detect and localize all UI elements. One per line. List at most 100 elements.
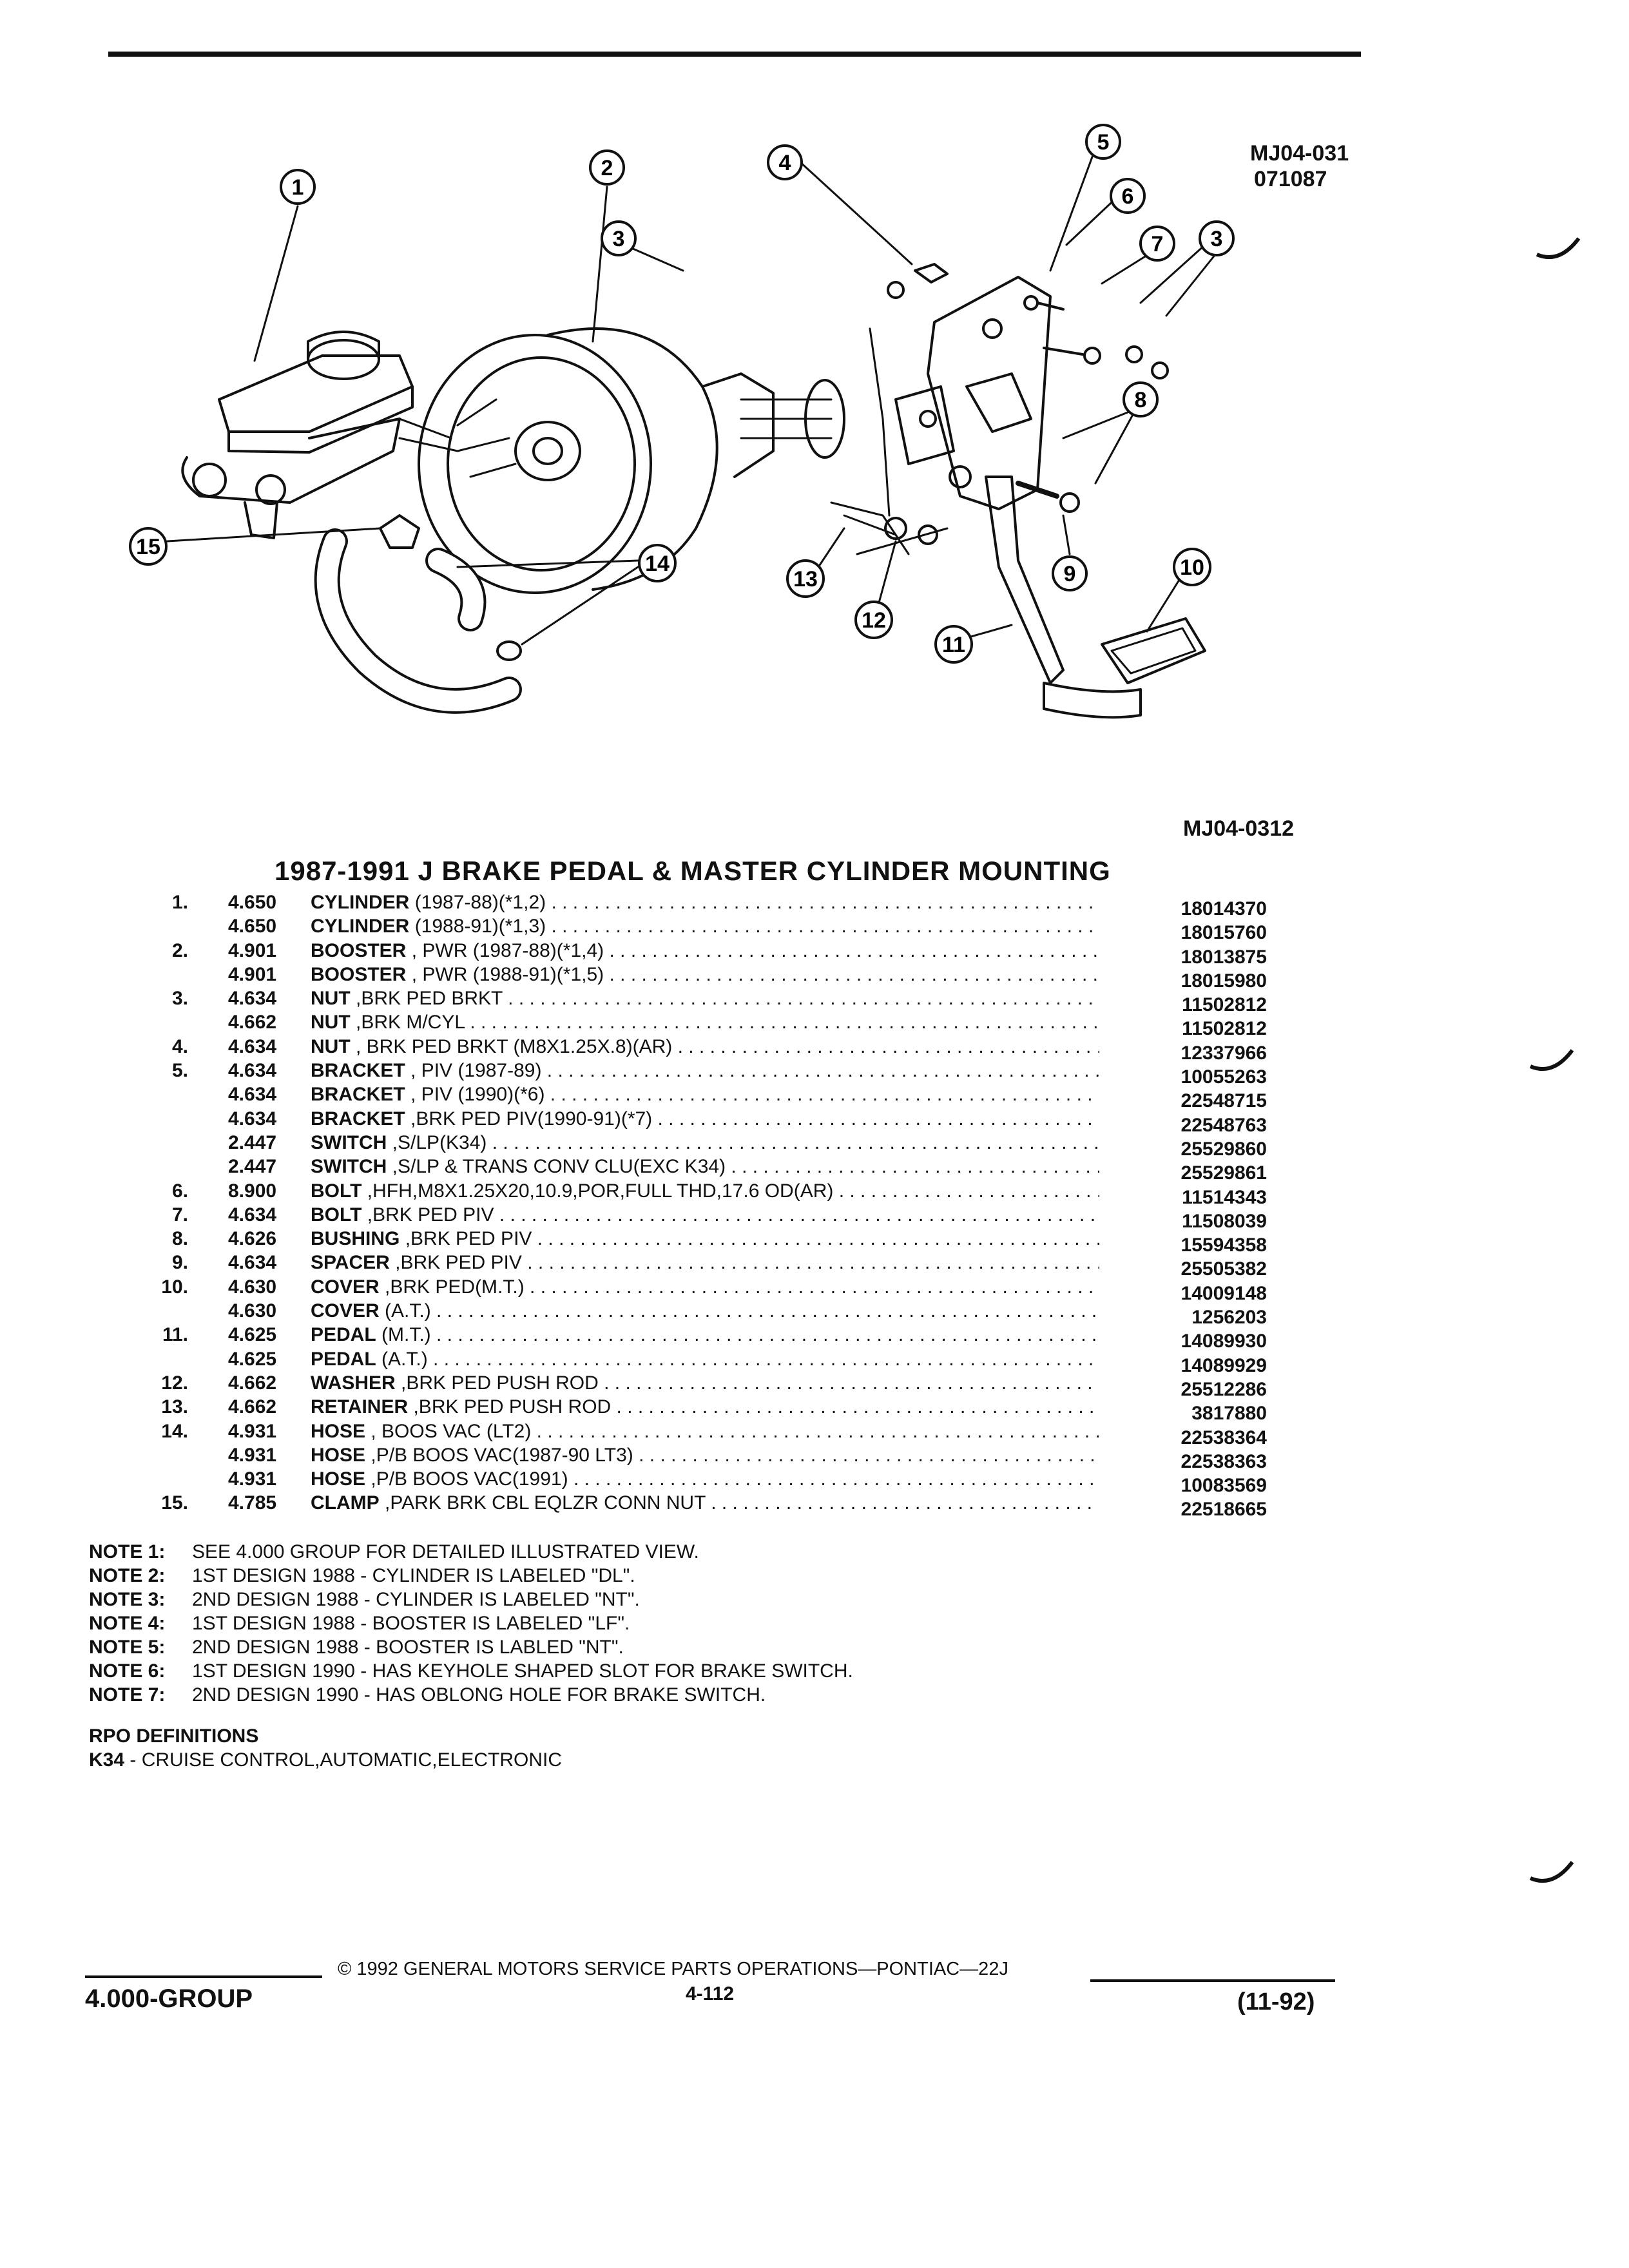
note-line: NOTE 5:2ND DESIGN 1988 - BOOSTER IS LABL… bbox=[89, 1635, 853, 1659]
part-number: 14009148 bbox=[1181, 1282, 1267, 1304]
part-name: NUT bbox=[311, 1012, 351, 1033]
item-number: 9. bbox=[171, 1252, 188, 1274]
svg-text:12: 12 bbox=[862, 608, 886, 633]
part-detail: ,BRK PED PUSH ROD bbox=[401, 1372, 599, 1394]
callout-9: 9 bbox=[1052, 555, 1088, 591]
group-number: 4.785 bbox=[228, 1492, 277, 1514]
part-description: SWITCH ,S/LP(K34) bbox=[311, 1131, 1099, 1155]
item-number: 10. bbox=[161, 1276, 188, 1298]
note-text: SEE 4.000 GROUP FOR DETAILED ILLUSTRATED… bbox=[192, 1541, 699, 1562]
callout-10: 10 bbox=[1173, 548, 1211, 586]
part-detail: , BRK PED BRKT (M8X1.25X.8)(AR) bbox=[356, 1035, 673, 1057]
item-number: 14. bbox=[161, 1420, 188, 1442]
svg-text:15: 15 bbox=[136, 535, 160, 559]
group-number: 4.901 bbox=[228, 963, 277, 985]
clamp-drawing bbox=[379, 514, 420, 549]
footer-rule-right bbox=[1090, 1979, 1335, 1982]
part-detail: (A.T.) bbox=[385, 1300, 431, 1322]
part-name: HOSE bbox=[311, 1444, 366, 1466]
item-number: 7. bbox=[171, 1204, 188, 1225]
footer-rule-left bbox=[85, 1975, 322, 1978]
part-number: 10083569 bbox=[1181, 1475, 1267, 1497]
note-label: NOTE 6: bbox=[89, 1660, 166, 1682]
part-detail: ,BRK M/CYL bbox=[356, 1012, 465, 1033]
part-name: HOSE bbox=[311, 1420, 366, 1442]
svg-text:11: 11 bbox=[942, 633, 965, 657]
svg-text:3: 3 bbox=[613, 227, 625, 251]
part-number: 11502812 bbox=[1182, 1018, 1267, 1040]
group-number: 4.630 bbox=[228, 1276, 277, 1298]
callout-2: 2 bbox=[589, 149, 625, 186]
item-number: 6. bbox=[171, 1180, 188, 1202]
part-detail: , PWR (1988-91)(*1,5) bbox=[411, 963, 604, 985]
group-number: 4.634 bbox=[228, 988, 277, 1010]
part-detail: , PIV (1987-89) bbox=[410, 1060, 542, 1082]
part-description: NUT ,BRK M/CYL bbox=[311, 1010, 1099, 1034]
group-number: 2.447 bbox=[228, 1156, 277, 1178]
part-description: BOLT ,BRK PED PIV bbox=[311, 1203, 1099, 1227]
group-number: 4.634 bbox=[228, 1084, 277, 1106]
binder-mark-icon bbox=[1529, 1861, 1574, 1883]
item-number: 8. bbox=[171, 1228, 188, 1250]
part-number: 10055263 bbox=[1181, 1066, 1267, 1088]
item-number: 3. bbox=[171, 988, 188, 1010]
part-description: SWITCH ,S/LP & TRANS CONV CLU(EXC K34) bbox=[311, 1155, 1099, 1178]
part-number: 18015980 bbox=[1181, 970, 1267, 992]
group-number: 4.931 bbox=[228, 1444, 277, 1466]
part-detail: ,BRK PED PIV bbox=[405, 1228, 532, 1250]
group-number: 4.650 bbox=[228, 892, 277, 913]
part-number: 11514343 bbox=[1182, 1186, 1267, 1208]
note-label: NOTE 3: bbox=[89, 1589, 166, 1610]
footer-copyright: © 1992 GENERAL MOTORS SERVICE PARTS OPER… bbox=[338, 1959, 1008, 1979]
brake-booster-drawing bbox=[418, 327, 845, 594]
group-number: 4.662 bbox=[228, 1012, 277, 1033]
figure-code-secondary: MJ04-0312 bbox=[1183, 816, 1295, 841]
part-detail: ,BRK PED PIV bbox=[367, 1204, 494, 1225]
part-number: 1256203 bbox=[1191, 1307, 1267, 1329]
svg-text:13: 13 bbox=[793, 567, 818, 591]
svg-text:1: 1 bbox=[292, 175, 304, 200]
binder-mark-icon bbox=[1529, 1049, 1574, 1072]
part-description: CYLINDER (1987-88)(*1,2) bbox=[311, 890, 1099, 914]
part-name: NUT bbox=[311, 1035, 351, 1057]
part-detail: ,P/B BOOS VAC(1987-90 LT3) bbox=[371, 1444, 633, 1466]
part-name: CYLINDER bbox=[311, 916, 410, 937]
group-number: 4.634 bbox=[228, 1252, 277, 1274]
part-number: 22518665 bbox=[1181, 1499, 1267, 1521]
part-name: HOSE bbox=[311, 1468, 366, 1490]
part-detail: ,S/LP & TRANS CONV CLU(EXC K34) bbox=[392, 1156, 726, 1178]
part-detail: , BOOS VAC (LT2) bbox=[371, 1420, 532, 1442]
part-detail: , PWR (1987-88)(*1,4) bbox=[411, 939, 604, 961]
part-detail: (M.T.) bbox=[381, 1324, 431, 1346]
part-detail: ,P/B BOOS VAC(1991) bbox=[371, 1468, 568, 1490]
part-description: BOLT ,HFH,M8X1.25X20,10.9,POR,FULL THD,1… bbox=[311, 1179, 1099, 1203]
note-text: 1ST DESIGN 1988 - CYLINDER IS LABELED "D… bbox=[192, 1565, 635, 1586]
part-number: 25529860 bbox=[1181, 1138, 1267, 1160]
figure-date-code: 071087 bbox=[1254, 167, 1327, 191]
group-number: 4.634 bbox=[228, 1035, 277, 1057]
part-number: 25512286 bbox=[1181, 1378, 1267, 1400]
rpo-definitions: RPO DEFINITIONS K34 - CRUISE CONTROL,AUT… bbox=[89, 1724, 562, 1772]
part-detail: (A.T.) bbox=[381, 1348, 428, 1370]
note-line: NOTE 3:2ND DESIGN 1988 - CYLINDER IS LAB… bbox=[89, 1588, 853, 1611]
part-number: 25505382 bbox=[1181, 1258, 1267, 1280]
part-name: WASHER bbox=[311, 1372, 396, 1394]
revision-date: (11-92) bbox=[1237, 1988, 1315, 2015]
part-number: 22548715 bbox=[1181, 1090, 1267, 1112]
part-detail: ,BRK PED PIV bbox=[395, 1252, 522, 1274]
